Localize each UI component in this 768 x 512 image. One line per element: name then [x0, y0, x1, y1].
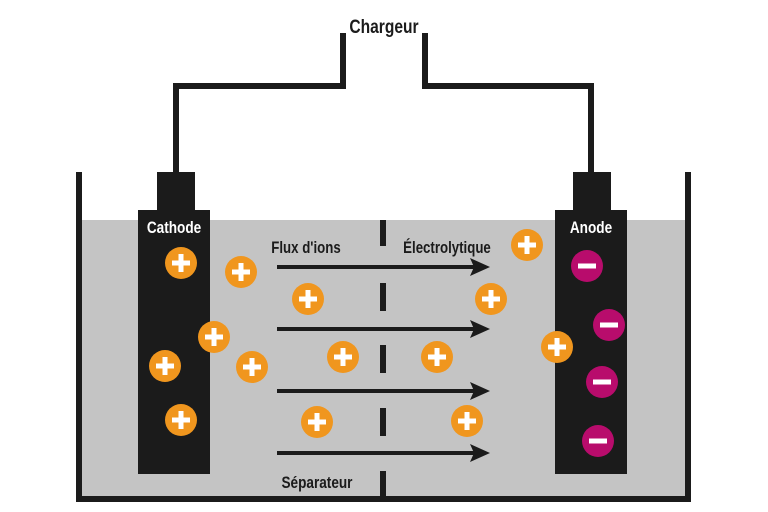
ion-flow-arrow [277, 444, 490, 462]
negative-ion-icon [586, 366, 618, 398]
separator-dash [380, 283, 386, 311]
container-bottom [76, 496, 691, 502]
electrolyte-label: Électrolytique [403, 239, 491, 258]
positive-ion-icon [451, 405, 483, 437]
cathode-cap [157, 172, 195, 212]
positive-ion-icon [541, 331, 573, 363]
container-right-wall [685, 172, 691, 502]
separator-dash [380, 408, 386, 436]
separator-dash [380, 345, 386, 373]
ion-flow-arrow [277, 382, 490, 400]
wire-anode [422, 33, 594, 172]
ion-flow-label: Flux d'ions [271, 239, 340, 258]
positive-ion-icon [421, 341, 453, 373]
positive-ion-icon [327, 341, 359, 373]
positive-ion-icon [301, 406, 333, 438]
wire-cathode [173, 33, 346, 172]
negative-ion-icon [571, 250, 603, 282]
anode-label: Anode [570, 219, 613, 238]
positive-ion-icon [165, 247, 197, 279]
positive-ion-icon [225, 256, 257, 288]
ion-flow-arrows [277, 258, 490, 462]
separator-dash [380, 220, 386, 246]
positive-ion-icon [165, 404, 197, 436]
positive-ion-icon [236, 351, 268, 383]
anode-cap [573, 172, 611, 212]
separator-dash [380, 471, 386, 497]
positive-ion-icon [198, 321, 230, 353]
separator-label: Séparateur [282, 474, 353, 493]
ion-flow-arrow [277, 320, 490, 338]
positive-ion-icon [292, 283, 324, 315]
container-left-wall [76, 172, 82, 502]
positive-ion-icon [511, 229, 543, 261]
charger-label: Chargeur [349, 16, 418, 38]
positive-ion-icon [149, 350, 181, 382]
negative-ion-icon [582, 425, 614, 457]
cathode-label: Cathode [147, 219, 202, 238]
positive-ion-icon [475, 283, 507, 315]
separator [380, 220, 386, 497]
ion-flow-arrow [277, 258, 490, 276]
ions [149, 229, 625, 457]
negative-ion-icon [593, 309, 625, 341]
